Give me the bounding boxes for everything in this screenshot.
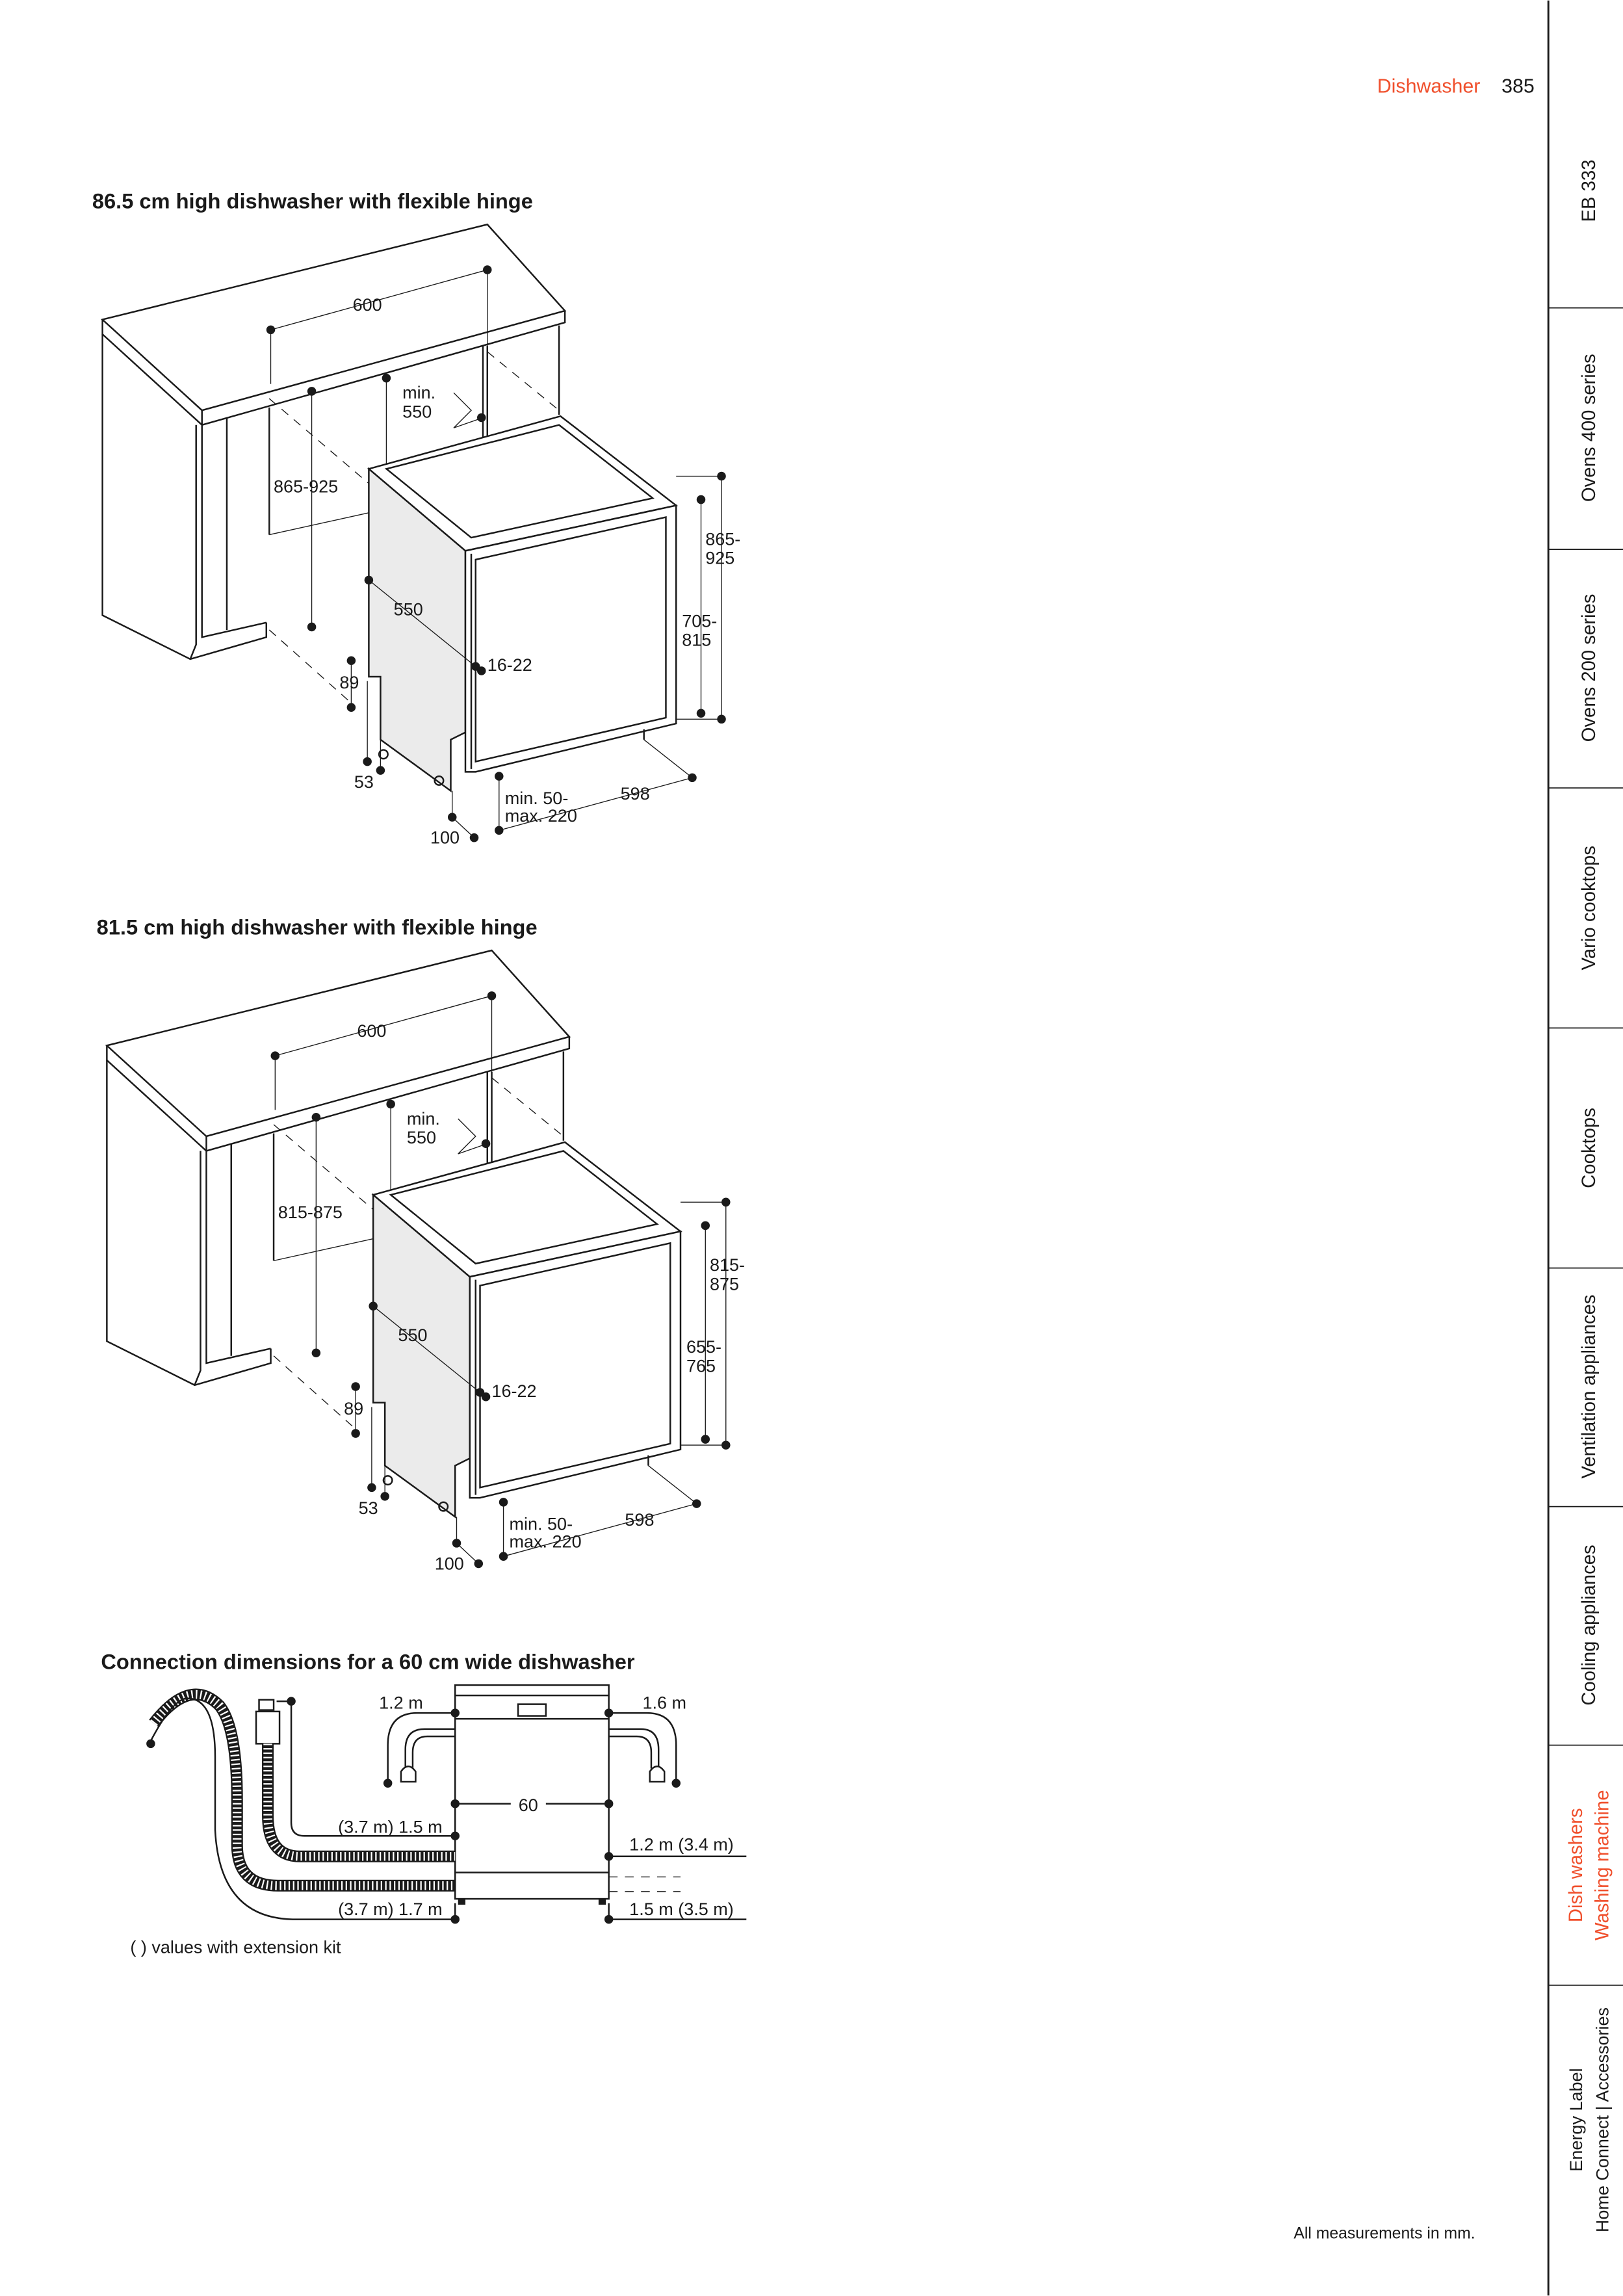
dimension-label: min. 50-	[510, 1515, 573, 1534]
tab-ovens-200[interactable]: Ovens 200 series	[1579, 594, 1600, 742]
dimension-label: 598	[621, 784, 650, 803]
tab-label: Dish washers	[1566, 1808, 1587, 1922]
dimension-label: 598	[625, 1510, 654, 1530]
tab-label-2: Home Connect | Accessories	[1592, 2007, 1612, 2232]
dimension-label: 16-22	[492, 1381, 537, 1401]
diagram1-title: 86.5 cm high dishwasher with flexible hi…	[92, 189, 533, 213]
dimension-label: 550	[394, 599, 423, 619]
tab-energy-label[interactable]: Energy Label Home Connect | Accessories	[1566, 2007, 1613, 2232]
dimension-label: 60	[519, 1795, 538, 1815]
dimension-label: 550	[398, 1325, 427, 1345]
dimension-label: 1.6 m	[642, 1693, 686, 1712]
dimension-label: min.	[402, 383, 435, 402]
dimension-label: 100	[435, 1554, 464, 1573]
dimension-label: 100	[430, 828, 460, 848]
tab-cooktops[interactable]: Cooktops	[1579, 1108, 1600, 1188]
connection-drawing: 60 1.2 m 1.6 m (3.7 m) 1.5 m (3.7 m) 1.7…	[146, 1684, 747, 1924]
tab-ventilation[interactable]: Ventilation appliances	[1579, 1294, 1600, 1478]
tab-label-2: Washing machine	[1592, 1790, 1613, 1941]
connection-title: Connection dimensions for a 60 cm wide d…	[101, 1650, 635, 1674]
dimension-label: 550	[402, 402, 432, 421]
dimension-label: 1.2 m	[379, 1693, 423, 1712]
dimension-label: min.	[407, 1109, 440, 1128]
dimension-label: 1.5 m (3.5 m)	[629, 1899, 734, 1919]
sidebar: EB 333 Ovens 400 series Ovens 200 series…	[1547, 0, 1623, 2296]
diagram2-drawing: 600 min. 550 815-875 815- 875 655- 765 5…	[106, 949, 745, 1573]
dimension-label: 875	[710, 1274, 739, 1294]
dimension-label: 600	[357, 1021, 386, 1041]
page-number: 385	[1501, 75, 1535, 98]
tab-vario-cooktops[interactable]: Vario cooktops	[1579, 846, 1600, 970]
tab-ovens-400[interactable]: Ovens 400 series	[1579, 354, 1600, 502]
diagram2-title: 81.5 cm high dishwasher with flexible hi…	[97, 915, 538, 939]
dimension-label: 550	[407, 1128, 436, 1147]
dimension-label: 53	[354, 772, 374, 792]
extension-kit-note: ( ) values with extension kit	[130, 1937, 341, 1957]
dimension-label: 89	[339, 673, 359, 692]
dimension-label: min. 50-	[505, 789, 569, 808]
dimension-label: 53	[359, 1498, 378, 1518]
dimension-label: 705-	[682, 611, 717, 631]
dimension-label: 865-925	[274, 476, 338, 496]
dimension-label: 865-	[705, 529, 740, 549]
section-title: Dishwasher	[1377, 75, 1481, 98]
diagram1-drawing: 600 min. 550 865-925 865- 925 705- 815 5…	[101, 224, 740, 848]
dimension-label: 16-22	[487, 655, 532, 675]
dimension-label: 925	[705, 549, 734, 568]
dimension-label: 1.2 m (3.4 m)	[629, 1835, 734, 1855]
dimension-label: 765	[686, 1356, 716, 1376]
dimension-label: 815	[682, 631, 711, 650]
dimension-label: 89	[344, 1399, 363, 1418]
dimension-label: (3.7 m) 1.5 m	[338, 1818, 443, 1837]
dimension-label: 655-	[686, 1337, 721, 1357]
measurements-note: All measurements in mm.	[1293, 2224, 1475, 2242]
dimension-label: 600	[353, 295, 382, 315]
tab-cooling[interactable]: Cooling appliances	[1579, 1545, 1600, 1705]
tab-dishwashers[interactable]: Dish washers Washing machine	[1566, 1790, 1613, 1941]
dimension-label: (3.7 m) 1.7 m	[338, 1899, 443, 1919]
dimension-label: max. 220	[505, 806, 577, 826]
tab-eb333[interactable]: EB 333	[1579, 159, 1600, 222]
dimension-label: 815-	[710, 1255, 745, 1275]
tab-label: Energy Label	[1566, 2068, 1586, 2171]
dimension-label: 815-875	[278, 1203, 343, 1222]
dimension-label: max. 220	[510, 1532, 582, 1552]
